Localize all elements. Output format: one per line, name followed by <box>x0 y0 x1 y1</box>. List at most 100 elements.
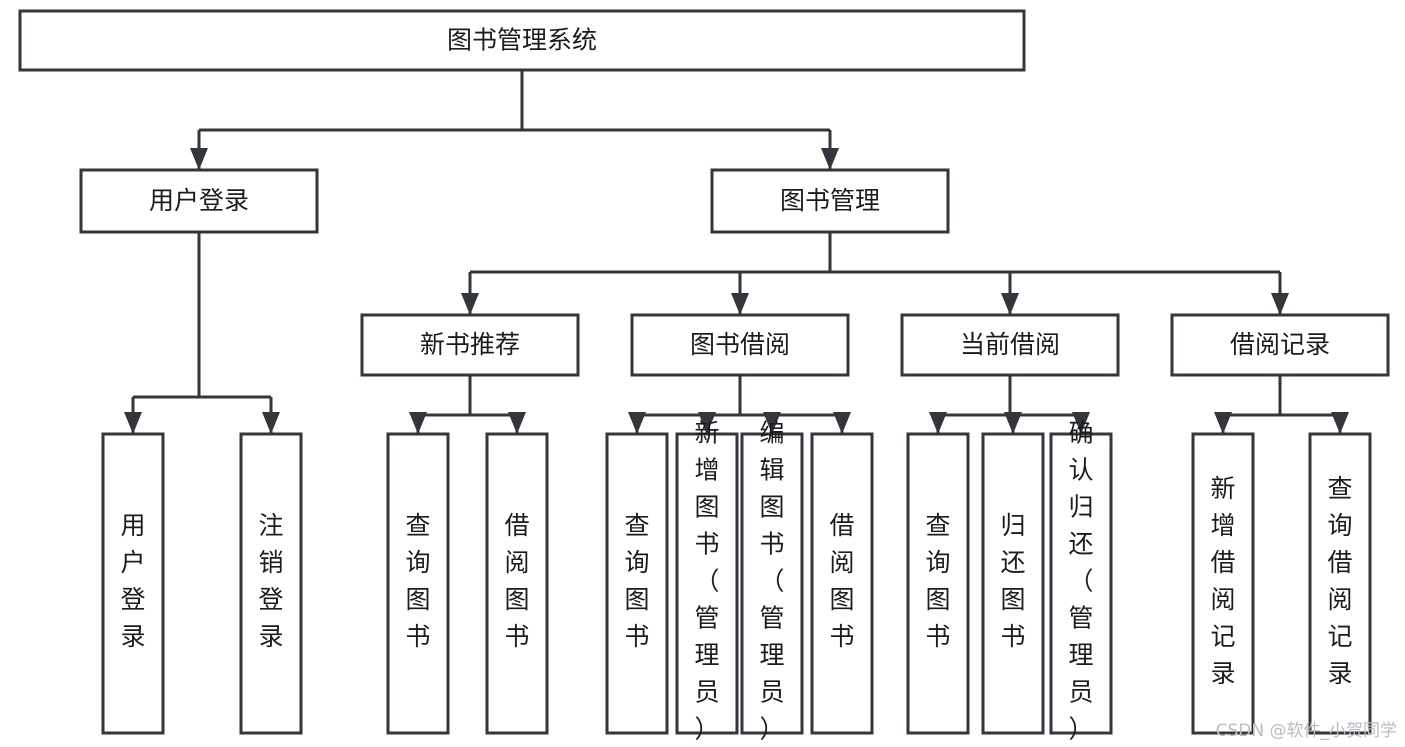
node-box-current-borrow <box>900 313 1120 377</box>
arrow-head-icon-book-manage-3 <box>1271 293 1289 315</box>
node-borrow-record[interactable]: 借阅记录 <box>1170 313 1390 377</box>
arrow-head-icon-book-borrow-3 <box>833 412 851 434</box>
node-label-char-leaf-return-book-2: 图 <box>1000 585 1025 614</box>
node-current-borrow[interactable]: 当前借阅 <box>900 313 1120 377</box>
node-label-char-leaf-edit-book-admin-7: 员 <box>759 678 784 707</box>
arrow-head-icon-current-borrow-1 <box>1004 412 1022 434</box>
node-label-char-leaf-edit-book-admin-1: 辑 <box>759 456 784 485</box>
node-label-char-leaf-user-logout-2: 登 <box>258 585 283 614</box>
node-label-char-leaf-add-borrow-record-4: 记 <box>1210 622 1235 651</box>
arrow-head-icon-root-0 <box>190 148 208 170</box>
node-label-char-leaf-edit-book-admin-6: 理 <box>759 641 784 670</box>
node-label-char-leaf-borrow-book-recommend-2: 图 <box>504 585 529 614</box>
arrow-head-icon-user-login-1 <box>262 412 280 434</box>
node-user-login[interactable]: 用户登录 <box>79 168 319 234</box>
node-box-borrow-record <box>1170 313 1390 377</box>
node-label-char-leaf-add-borrow-record-1: 增 <box>1210 511 1235 540</box>
arrow-head-icon-current-borrow-0 <box>929 412 947 434</box>
nodes-layer: 图书管理系统用户登录图书管理新书推荐图书借阅当前借阅借阅记录用户登录注销登录查询… <box>18 9 1390 744</box>
arrow-head-icon-new-book-recommend-0 <box>409 412 427 434</box>
node-label-char-leaf-add-book-admin-7: 员 <box>694 678 719 707</box>
arrow-head-icon-book-borrow-2 <box>763 412 781 434</box>
node-label-char-leaf-borrow-book-recommend-0: 借 <box>504 511 529 540</box>
node-label-char-leaf-query-book-recommend-0: 查 <box>405 511 430 540</box>
node-root[interactable]: 图书管理系统 <box>18 9 1026 72</box>
node-label-book-borrow: 图书借阅 <box>690 330 790 359</box>
node-box-leaf-borrow-book-recommend <box>485 432 549 735</box>
node-box-book-borrow <box>630 313 850 377</box>
node-label-char-leaf-add-borrow-record-0: 新 <box>1210 474 1235 503</box>
node-book-borrow[interactable]: 图书借阅 <box>630 313 850 377</box>
arrow-head-icon-user-login-0 <box>124 412 142 434</box>
node-label-char-leaf-confirm-return-admin-2: 归 <box>1068 493 1093 522</box>
node-box-leaf-confirm-return-admin <box>1049 432 1113 735</box>
node-label-char-leaf-edit-book-admin-8: ） <box>759 715 784 744</box>
node-label-char-leaf-add-book-admin-2: 图 <box>694 493 719 522</box>
node-box-leaf-add-borrow-record <box>1191 432 1255 735</box>
arrow-head-icon-book-manage-0 <box>461 293 479 315</box>
node-label-char-leaf-edit-book-admin-5: 管 <box>759 604 784 633</box>
node-label-char-leaf-query-borrow-record-3: 阅 <box>1327 585 1352 614</box>
node-label-char-leaf-user-logout-0: 注 <box>258 511 283 540</box>
node-label-char-leaf-add-borrow-record-3: 阅 <box>1210 585 1235 614</box>
node-label-char-leaf-query-book-recommend-2: 图 <box>405 585 430 614</box>
node-box-leaf-return-book <box>981 432 1045 735</box>
node-box-book-manage <box>710 168 950 234</box>
arrow-head-icon-book-manage-2 <box>1001 293 1019 315</box>
node-label-char-leaf-confirm-return-admin-1: 认 <box>1068 456 1093 485</box>
node-label-char-leaf-return-book-3: 书 <box>1000 622 1025 651</box>
node-label-char-leaf-query-borrow-record-0: 查 <box>1327 474 1352 503</box>
arrow-head-icon-current-borrow-2 <box>1072 412 1090 434</box>
node-label-char-leaf-confirm-return-admin-5: 管 <box>1068 604 1093 633</box>
node-label-char-leaf-borrow-book-0: 借 <box>829 511 854 540</box>
arrow-head-icon-book-borrow-1 <box>698 412 716 434</box>
node-box-leaf-user-login <box>101 432 165 735</box>
node-label-char-leaf-query-book-3: 书 <box>624 622 649 651</box>
node-label-char-leaf-add-book-admin-5: 管 <box>694 604 719 633</box>
node-label-char-leaf-query-book-current-1: 询 <box>925 548 950 577</box>
arrow-head-icon-borrow-record-0 <box>1214 412 1232 434</box>
node-box-leaf-query-book-current <box>906 432 970 735</box>
node-new-book-recommend[interactable]: 新书推荐 <box>360 313 580 377</box>
node-label-char-leaf-query-book-recommend-3: 书 <box>405 622 430 651</box>
node-box-leaf-edit-book-admin <box>740 432 804 735</box>
watermark-label: CSDN @软件_小贺同学 <box>1215 721 1397 741</box>
node-book-manage[interactable]: 图书管理 <box>710 168 950 234</box>
node-label-char-leaf-user-login-1: 户 <box>120 548 145 577</box>
node-label-char-leaf-borrow-book-recommend-3: 书 <box>504 622 529 651</box>
node-label-char-leaf-query-borrow-record-4: 记 <box>1327 622 1352 651</box>
node-label-char-leaf-query-book-current-2: 图 <box>925 585 950 614</box>
arrow-head-icon-root-1 <box>821 148 839 170</box>
node-label-book-manage: 图书管理 <box>780 186 880 215</box>
node-label-char-leaf-confirm-return-admin-6: 理 <box>1068 641 1093 670</box>
node-label-char-leaf-confirm-return-admin-7: 员 <box>1068 678 1093 707</box>
node-label-char-leaf-add-borrow-record-2: 借 <box>1210 548 1235 577</box>
node-label-root: 图书管理系统 <box>447 26 597 55</box>
node-box-leaf-query-book-recommend <box>386 432 450 735</box>
node-box-leaf-user-logout <box>239 432 303 735</box>
node-leaf-user-login[interactable]: 用户登录 <box>101 432 165 735</box>
node-label-char-leaf-borrow-book-recommend-1: 阅 <box>504 548 529 577</box>
connectors-layer <box>124 70 1349 434</box>
node-label-char-leaf-query-borrow-record-5: 录 <box>1327 659 1352 688</box>
node-label-borrow-record: 借阅记录 <box>1230 330 1330 359</box>
node-label-current-borrow: 当前借阅 <box>960 330 1060 359</box>
arrow-head-icon-book-manage-1 <box>731 293 749 315</box>
node-label-char-leaf-user-login-0: 用 <box>120 511 145 540</box>
node-label-char-leaf-add-book-admin-6: 理 <box>694 641 719 670</box>
node-label-char-leaf-edit-book-admin-4: （ <box>759 567 784 596</box>
node-box-leaf-query-borrow-record <box>1308 432 1372 735</box>
